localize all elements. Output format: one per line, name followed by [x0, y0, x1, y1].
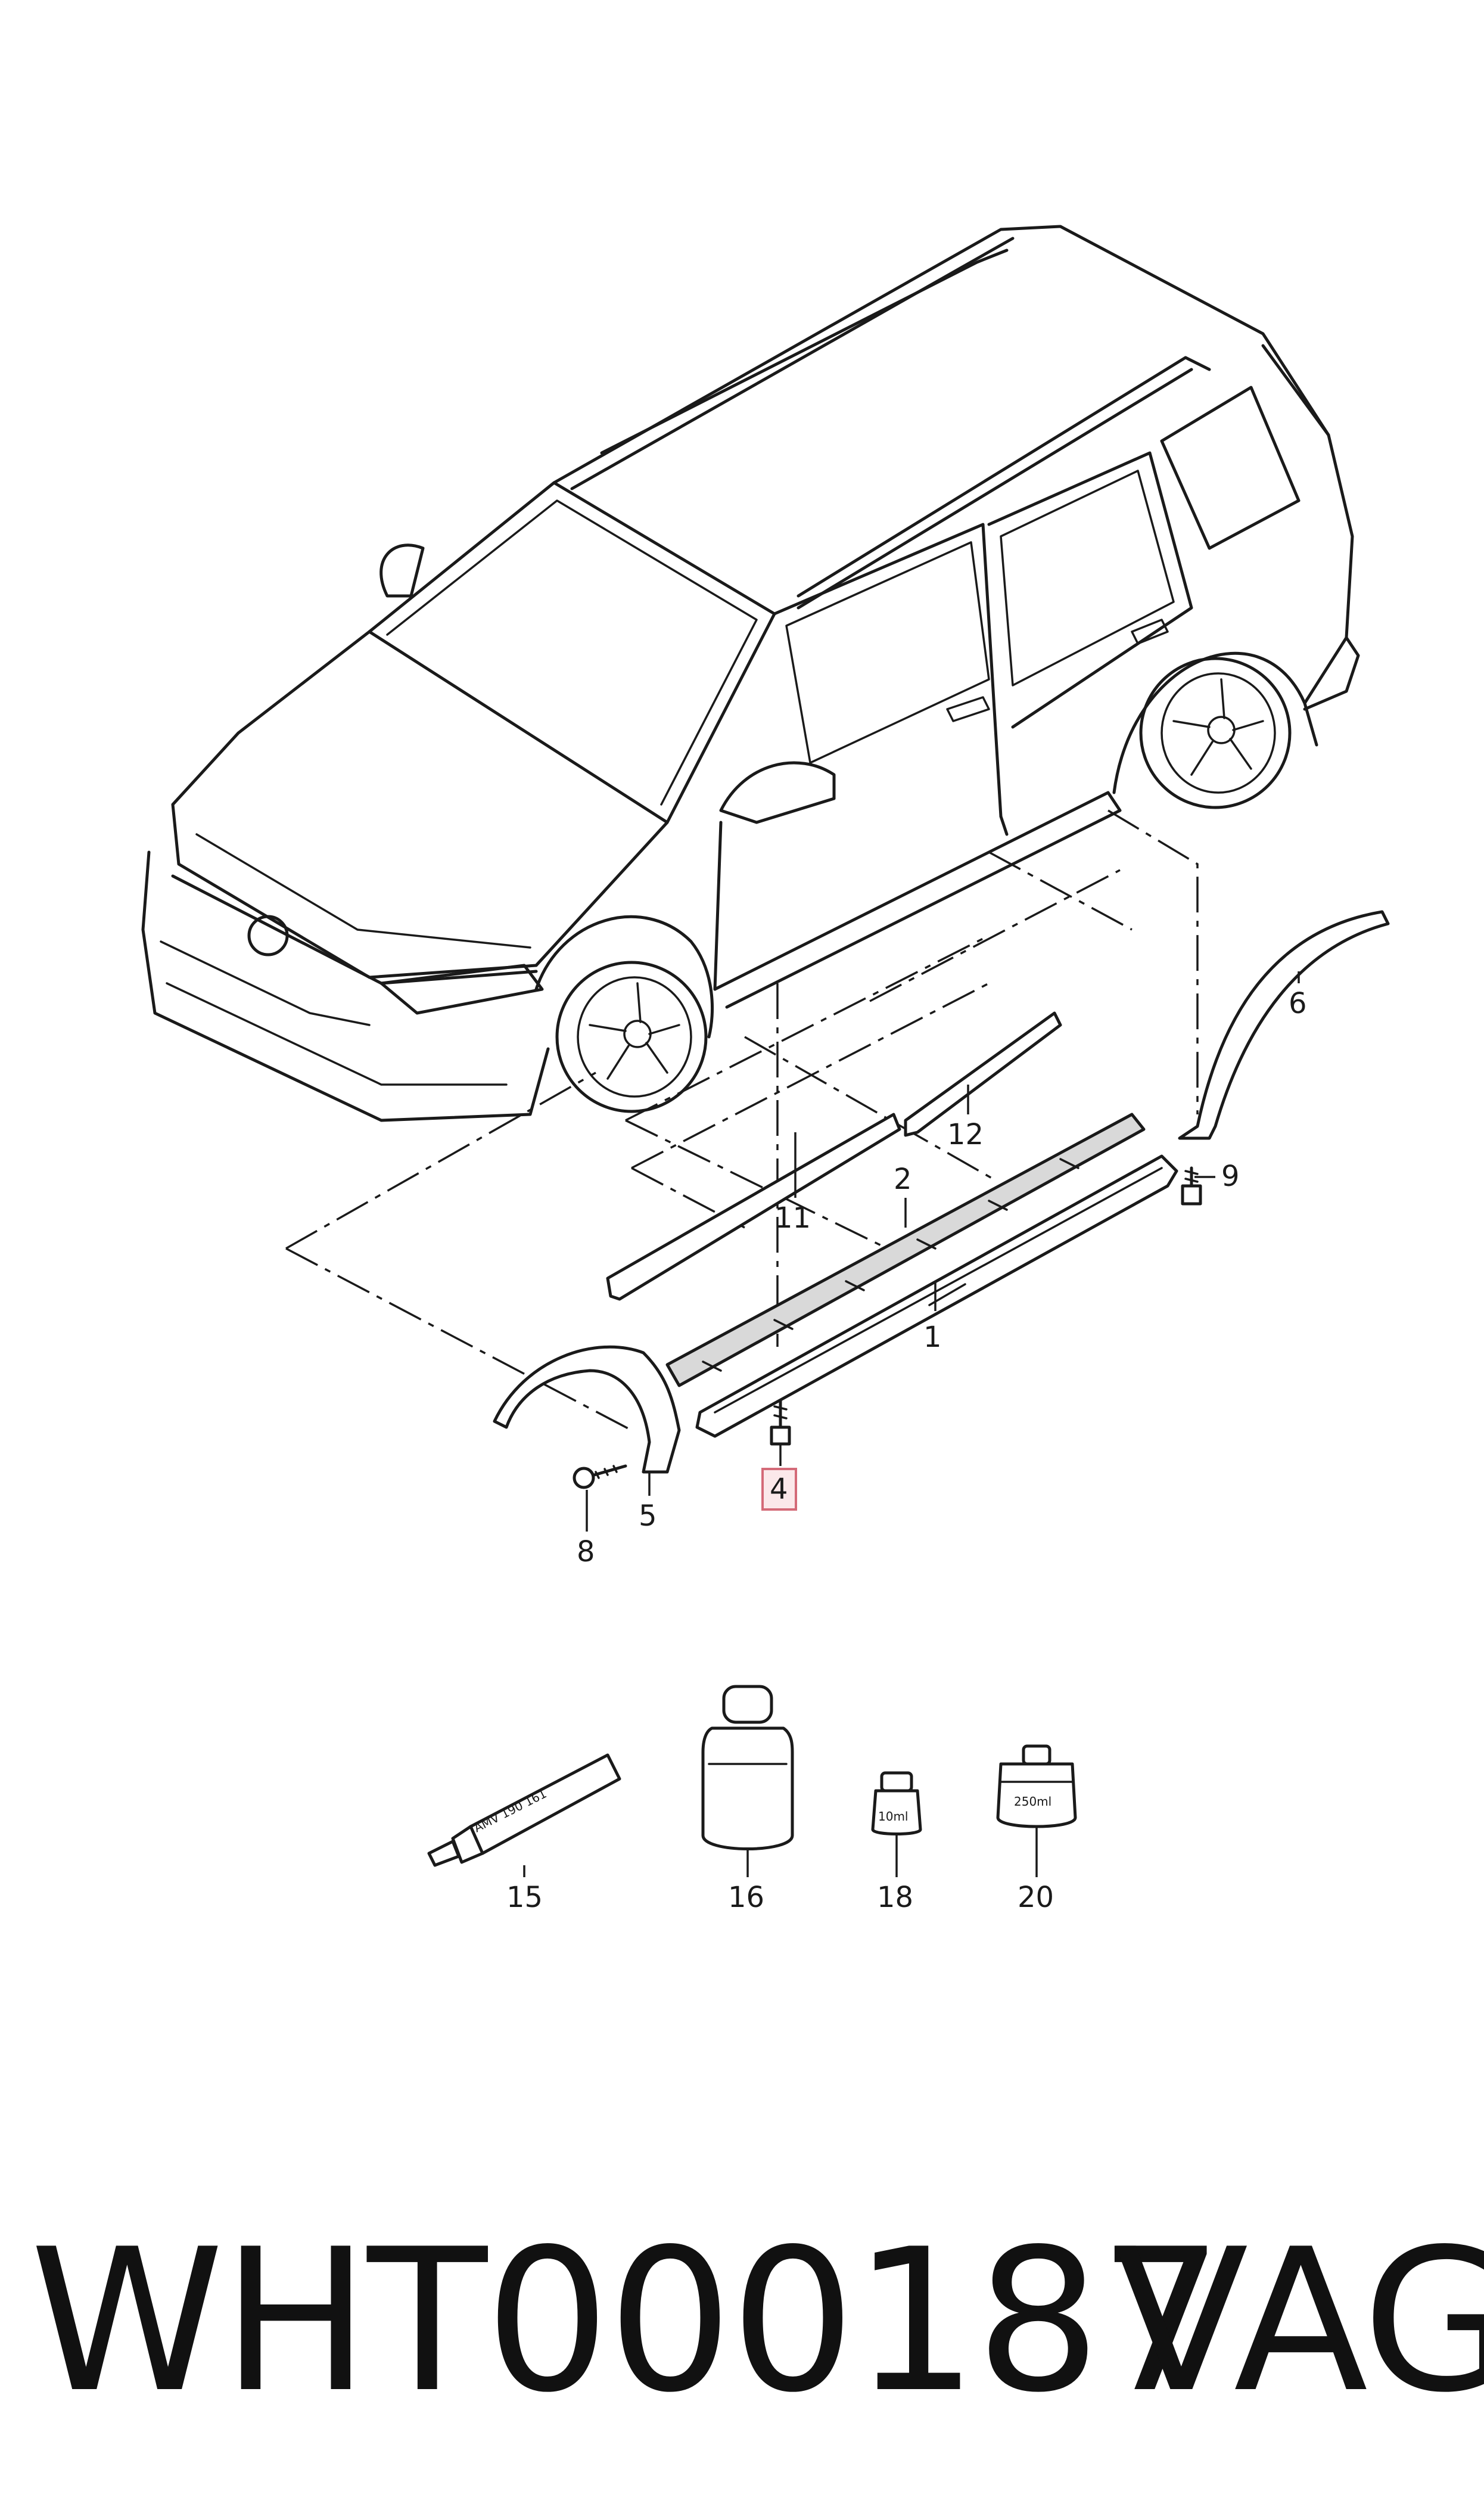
- part-2-sill-bracket: [665, 1113, 1146, 1387]
- part-12-rear-door-moulding: [904, 1011, 1062, 1137]
- part-9-screw: [1181, 1166, 1202, 1206]
- highlight-box: [761, 1468, 797, 1511]
- part-16-bottle: [701, 1685, 794, 1850]
- callout-4: 4: [770, 1473, 788, 1506]
- callout-2: 2: [894, 1163, 912, 1196]
- callout-numbers: 1 2 4 5 6 8 9 11 12 15 16 18 20: [506, 987, 1307, 1914]
- callout-9: 9: [1221, 1160, 1240, 1193]
- callout-1: 1: [923, 1321, 942, 1354]
- part-20-can: 250ml: [996, 1744, 1077, 1828]
- callout-18: 18: [877, 1881, 913, 1914]
- brand-name: VAG: [1114, 2207, 1484, 2436]
- callout-12: 12: [947, 1118, 984, 1151]
- callout-6: 6: [1289, 987, 1307, 1020]
- callout-20: 20: [1018, 1881, 1054, 1914]
- assembly-guide-lines: [285, 809, 1199, 1431]
- car-illustration: [141, 225, 1360, 1122]
- part-6-rear-wheel-arch-trim: [1178, 910, 1390, 1140]
- part-5-front-wheel-arch-trim: [493, 1345, 681, 1474]
- callout-8: 8: [577, 1535, 595, 1568]
- part-18-small-bottle: 10ml: [871, 1771, 922, 1835]
- part-number: WHT000187: [30, 2207, 1224, 2436]
- callout-11: 11: [774, 1201, 811, 1235]
- part-8-screw: [573, 1464, 627, 1489]
- callout-5: 5: [639, 1499, 657, 1533]
- callout-16: 16: [728, 1881, 764, 1914]
- callout-15: 15: [506, 1881, 543, 1914]
- leader-lines: [523, 971, 1300, 1877]
- small-bottle-label: 10ml: [878, 1809, 909, 1824]
- can-label: 250ml: [1014, 1794, 1051, 1809]
- part-11-front-door-moulding: [606, 1113, 901, 1301]
- part-15-adhesive-tube: AMV 190 161: [427, 1753, 621, 1867]
- part-4-screw: [770, 1399, 791, 1446]
